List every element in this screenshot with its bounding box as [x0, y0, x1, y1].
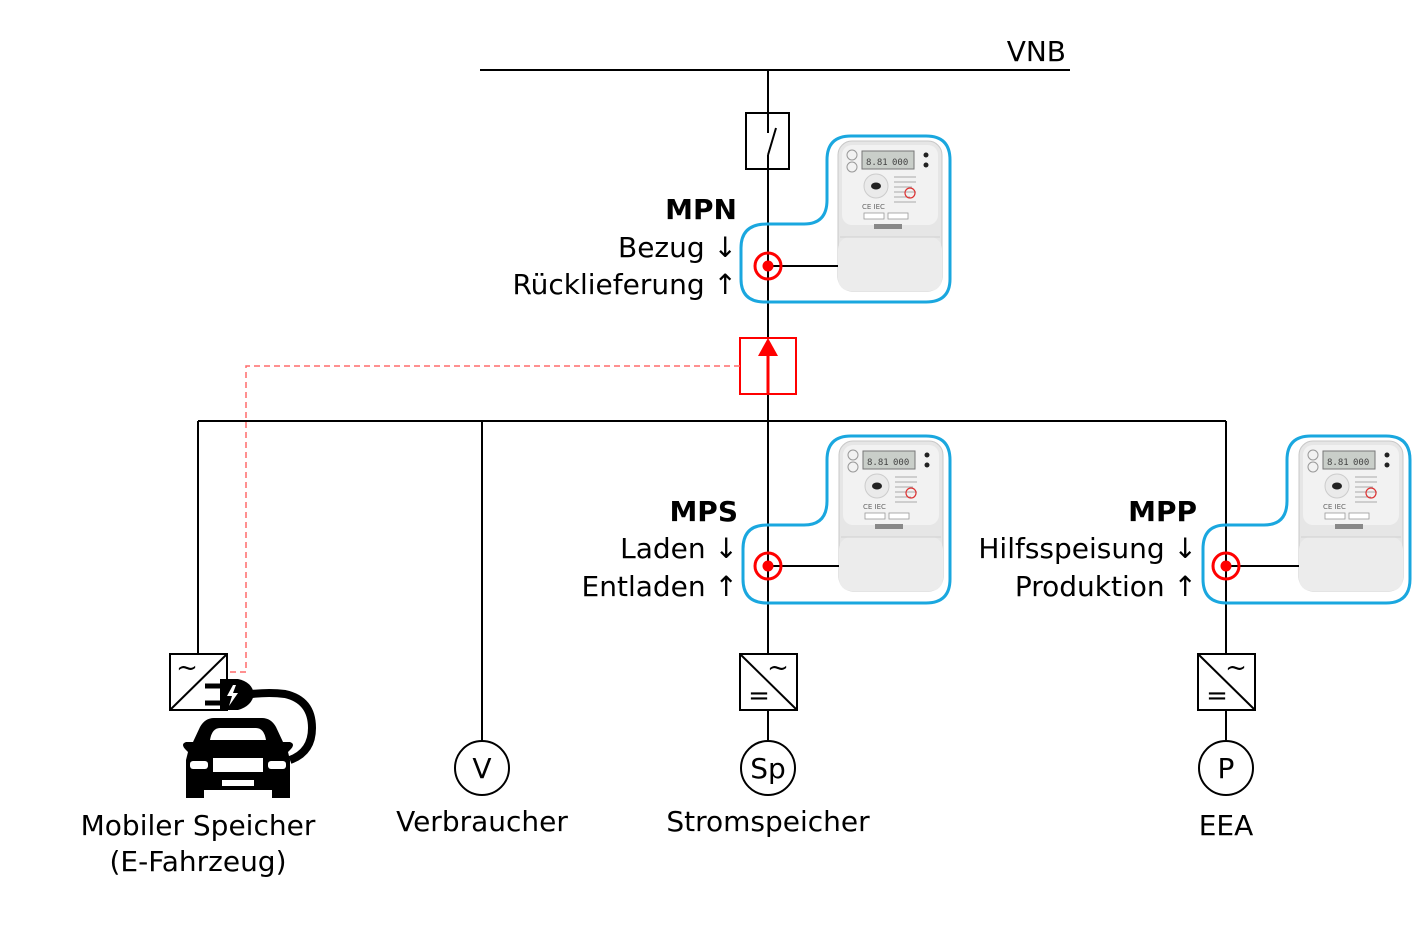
mps-line2: Entladen ↑ [582, 570, 738, 603]
storage-inverter-ac: ~ [767, 653, 789, 683]
consumer-symbol: V [472, 752, 491, 785]
storage-symbol-icon[interactable] [740, 740, 796, 796]
storage-inverter-icon[interactable] [739, 653, 798, 740]
grid-label: VNB [1007, 35, 1066, 68]
storage-symbol: Sp [750, 752, 786, 785]
smart-meter-icon [1298, 440, 1404, 592]
generator-inverter-dc: = [1206, 681, 1228, 711]
meter-mpn[interactable] [739, 134, 952, 304]
mps-line1: Laden ↓ [620, 532, 738, 565]
control-signal-line [228, 365, 740, 673]
meter-frame [739, 134, 952, 304]
smart-meter-icon [838, 440, 944, 592]
control-arrow-icon[interactable] [739, 337, 797, 395]
generator-inverter-icon[interactable] [1197, 653, 1256, 740]
generator-symbol-icon[interactable] [1198, 740, 1254, 796]
smart-meter-icon [837, 140, 943, 292]
car-icon [183, 718, 293, 798]
ev-plug-icon [205, 679, 317, 764]
storage-inverter-dc: = [748, 681, 770, 711]
mpp-line1: Hilfsspeisung ↓ [978, 532, 1197, 565]
mps-title: MPS [669, 495, 738, 528]
storage-label: Stromspeicher [666, 805, 870, 838]
consumer-symbol-icon[interactable] [454, 740, 510, 796]
meter-frame [1201, 434, 1412, 605]
consumer-label: Verbraucher [396, 805, 568, 838]
mpp-line2: Produktion ↑ [1015, 570, 1197, 603]
ev-label-line1: Mobiler Speicher [81, 809, 316, 842]
mpn-title: MPN [665, 193, 737, 226]
generator-label: EEA [1199, 809, 1254, 842]
generator-symbol: P [1218, 752, 1235, 785]
mpn-line2: Rücklieferung ↑ [512, 268, 737, 301]
meter-mps[interactable] [741, 434, 952, 605]
generator-inverter-ac: ~ [1225, 653, 1247, 683]
meter-frame [741, 434, 952, 605]
ev-label-line2: (E-Fahrzeug) [109, 845, 286, 878]
meter-mpp[interactable] [1201, 434, 1412, 605]
disconnect-switch-icon[interactable] [745, 112, 790, 170]
ev-inverter-ac: ~ [176, 653, 198, 683]
mpp-title: MPP [1128, 495, 1197, 528]
mpn-line1: Bezug ↓ [618, 231, 737, 264]
